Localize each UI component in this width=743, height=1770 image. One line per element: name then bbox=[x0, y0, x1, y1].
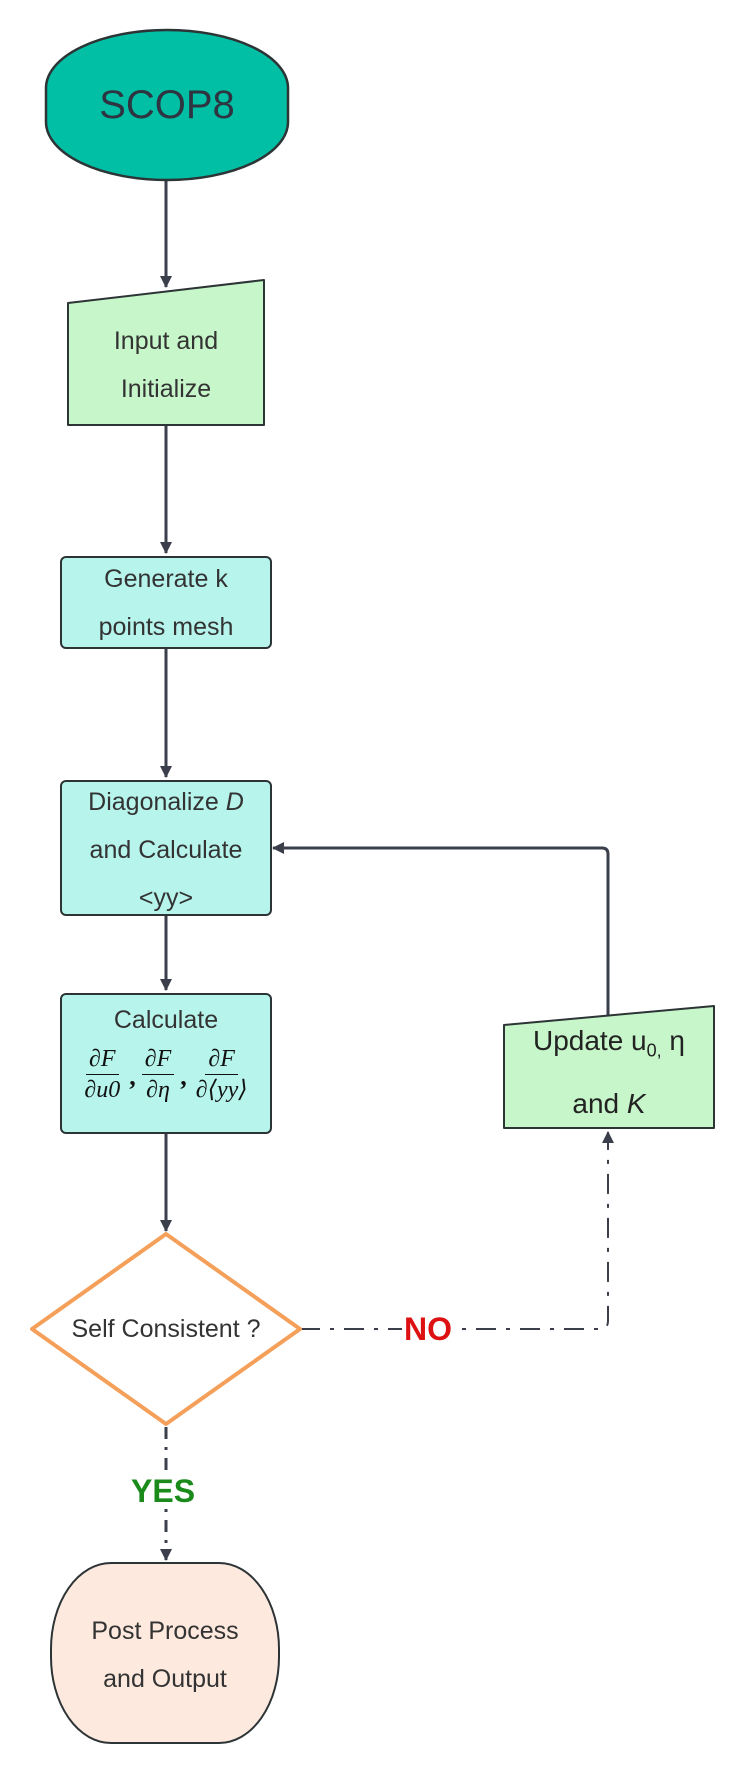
diag-label-line1-text: Diagonalize bbox=[88, 788, 219, 816]
update-label-eta: η bbox=[661, 1024, 685, 1056]
no-edge-label: NO bbox=[402, 1311, 454, 1347]
partial-derivative-u0: ∂F ∂u0 bbox=[81, 1046, 123, 1103]
update-label-and: and bbox=[572, 1088, 620, 1120]
start-terminal-shape bbox=[44, 28, 290, 182]
partial-derivative-yy-numerator: ∂F bbox=[205, 1046, 238, 1075]
update-node-shape bbox=[503, 1005, 715, 1129]
kmesh-node-label: Generate k points mesh bbox=[61, 555, 271, 651]
partial-derivative-eta-numerator: ∂F bbox=[141, 1046, 175, 1075]
math-comma: , bbox=[180, 1061, 187, 1091]
calc-node-shape bbox=[60, 993, 272, 1134]
end-label-line2: and Output bbox=[103, 1665, 227, 1693]
kmesh-node-shape bbox=[60, 556, 272, 649]
partial-derivatives-row: ∂F ∂u0 , ∂F ∂η , ∂F ∂⟨yy⟩ bbox=[81, 1046, 250, 1103]
update-label-line1: Update u0, η bbox=[533, 1014, 685, 1078]
end-node-label: Post Process and Output bbox=[51, 1607, 279, 1703]
partial-derivative-eta-denominator: ∂η bbox=[146, 1077, 170, 1103]
check-label-text: Self Consistent ? bbox=[71, 1315, 261, 1343]
start-label-text: SCOP8 bbox=[99, 83, 235, 127]
diag-node-label: Diagonalize D and Calculate <yy> bbox=[61, 778, 271, 922]
partial-derivative-eta: ∂F ∂η bbox=[141, 1046, 175, 1103]
edge-check-to-update bbox=[300, 1131, 614, 1330]
start-node-label: SCOP8 bbox=[46, 30, 288, 180]
check-node-label: Self Consistent ? bbox=[32, 1300, 300, 1358]
diag-label-variable: D bbox=[225, 788, 244, 816]
update-label-prefix: Update u bbox=[532, 1024, 647, 1056]
calc-label-title: Calculate bbox=[113, 1006, 219, 1034]
calc-node-label: Calculate ∂F ∂u0 , ∂F ∂η , ∂F ∂⟨yy⟩ bbox=[61, 994, 271, 1133]
update-label-subscript: 0, bbox=[646, 1040, 662, 1061]
diag-node-shape bbox=[60, 780, 272, 916]
kmesh-label-line1: Generate k bbox=[104, 565, 228, 593]
update-label-variable: K bbox=[626, 1088, 646, 1120]
update-node-label: Update u0, η and K bbox=[504, 1015, 714, 1130]
input-node-label: Input and Initialize bbox=[68, 315, 264, 415]
partial-derivative-u0-denominator: ∂u0 bbox=[84, 1077, 121, 1103]
diag-label-line1: Diagonalize D bbox=[88, 778, 244, 826]
partial-derivative-yy-denominator: ∂⟨yy⟩ bbox=[195, 1077, 248, 1103]
partial-derivative-yy: ∂F ∂⟨yy⟩ bbox=[193, 1046, 251, 1103]
end-terminal-shape bbox=[50, 1562, 280, 1744]
math-comma: , bbox=[129, 1061, 136, 1091]
partial-derivative-u0-numerator: ∂F bbox=[86, 1046, 119, 1075]
kmesh-label-line2: points mesh bbox=[98, 613, 234, 641]
diag-label-line3: <yy> bbox=[138, 884, 194, 912]
update-label-line2: and K bbox=[572, 1077, 645, 1131]
input-label-line2: Initialize bbox=[120, 375, 212, 403]
yes-edge-label: YES bbox=[129, 1473, 198, 1509]
check-decision-shape bbox=[30, 1232, 302, 1426]
edge-update-to-diag bbox=[272, 842, 610, 1018]
input-node-shape bbox=[67, 279, 265, 426]
diag-label-line2: and Calculate bbox=[89, 836, 243, 864]
input-label-line1: Input and bbox=[113, 327, 219, 355]
end-label-line1: Post Process bbox=[91, 1617, 239, 1645]
